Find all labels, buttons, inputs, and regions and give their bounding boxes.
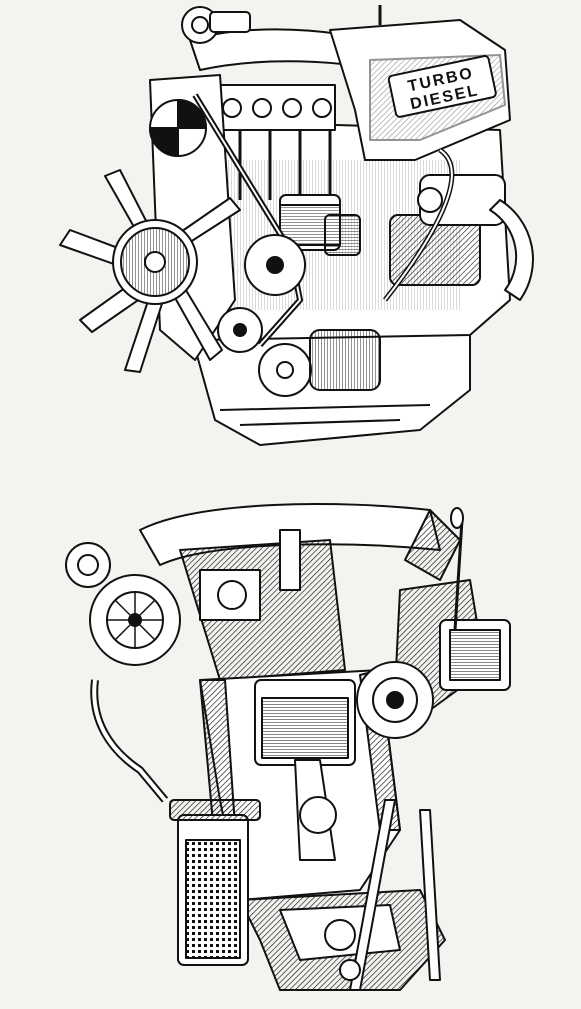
alternator xyxy=(309,329,381,391)
engine-cutaway-illustration xyxy=(65,503,511,991)
flywheel xyxy=(489,199,534,301)
injector xyxy=(279,529,301,591)
engine-exterior-illustration: TURBO DIESEL xyxy=(59,5,534,446)
cooling-fan xyxy=(59,169,241,373)
oil-pickup xyxy=(349,799,396,991)
